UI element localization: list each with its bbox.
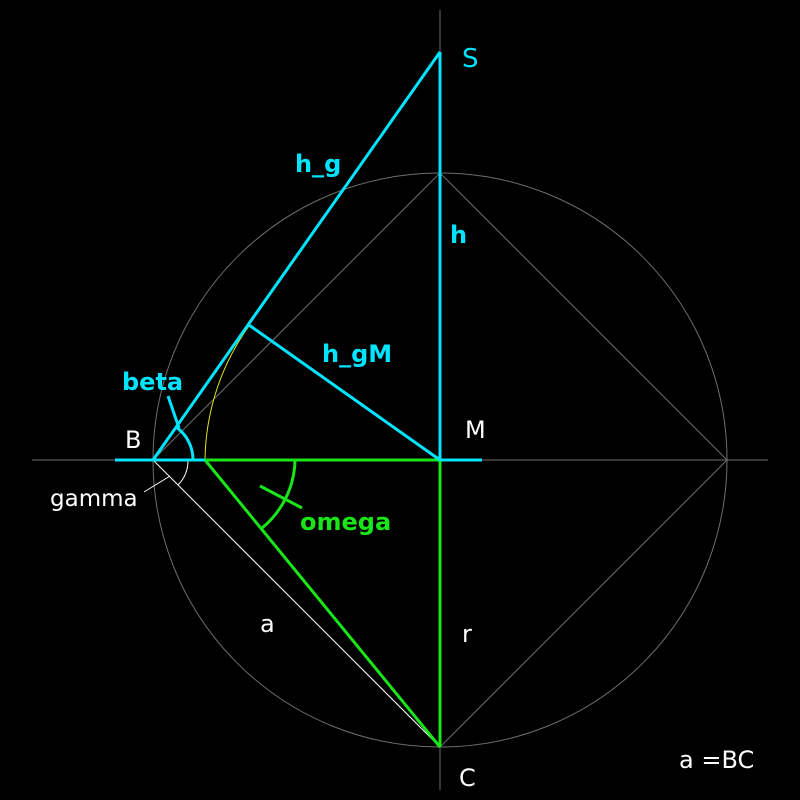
- label-gamma: gamma: [50, 486, 138, 512]
- segment-a-bc: [152, 459, 441, 748]
- legend-a-equals-bc: a =BC: [679, 746, 754, 774]
- green-lines: [203, 458, 442, 748]
- omega-leader: [259, 484, 303, 510]
- segment-to-c: [203, 459, 442, 748]
- label-b: B: [125, 426, 141, 454]
- label-h-g: h_g: [295, 150, 341, 178]
- label-beta: beta: [122, 368, 183, 396]
- label-m: M: [465, 416, 486, 444]
- label-h-gm: h_gM: [322, 340, 392, 368]
- gamma-leader: [143, 475, 171, 493]
- label-omega: omega: [300, 508, 391, 536]
- edge-right-to-bottom: [439, 459, 728, 748]
- gamma-arc: [177, 459, 189, 486]
- beta-leader: [166, 395, 181, 429]
- label-h: h: [450, 221, 467, 249]
- segment-h-gm: [248, 323, 441, 462]
- yellow-arc: [204, 325, 250, 461]
- segment-h-g: [151, 51, 442, 461]
- cyan-lines: [115, 51, 482, 462]
- label-r: r: [462, 620, 472, 648]
- omega-arc: [261, 459, 297, 530]
- edge-top-to-right: [439, 172, 728, 461]
- beta-arc: [175, 425, 195, 461]
- label-a: a: [260, 610, 275, 638]
- label-c: C: [459, 764, 476, 792]
- label-s: S: [462, 44, 479, 74]
- construction-lines: [32, 10, 768, 790]
- edge-b-to-top: [152, 172, 441, 461]
